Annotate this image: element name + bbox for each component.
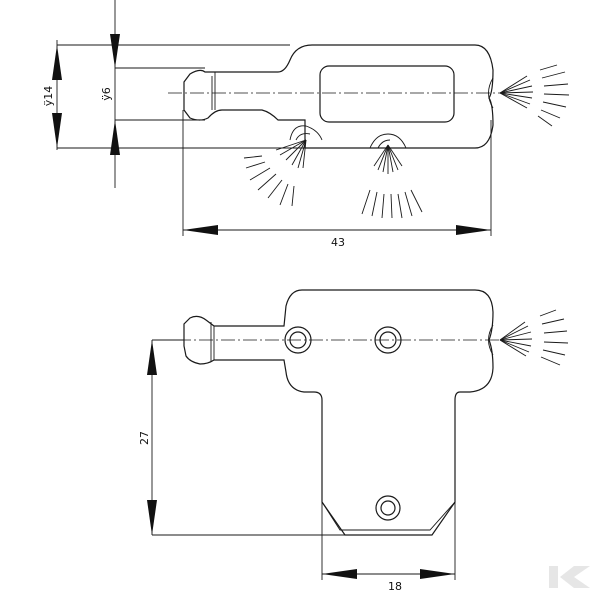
top-spray-left: [243, 139, 307, 207]
bottom-hole-low-outer: [375, 495, 401, 521]
bottom-view: 27 18: [138, 289, 569, 593]
bottom-view-outline: [183, 289, 494, 536]
brand-logo-k: [549, 566, 590, 588]
dim-width-label: 18: [388, 580, 402, 593]
dim-length: 43: [182, 110, 492, 249]
dim-outer-diameter-label: ÿ14: [42, 86, 55, 107]
dim-outer-diameter: ÿ14: [42, 40, 305, 150]
dim-width: 18: [321, 502, 456, 593]
top-nipple-left-inner: [295, 133, 311, 141]
dim-height-label: 27: [138, 431, 151, 445]
top-nipple-left: [289, 125, 323, 141]
top-nipple-right: [369, 133, 407, 149]
top-spray-right: [499, 64, 570, 127]
top-nipple-right-inner: [377, 139, 391, 149]
top-view: ÿ14 ÿ6 43: [42, 0, 570, 249]
bottom-lower-detail: [321, 501, 456, 531]
dim-inner-diameter: ÿ6: [100, 0, 205, 188]
top-view-outline: [183, 44, 494, 149]
dim-length-label: 43: [331, 236, 345, 249]
top-nozzle-arc: [488, 77, 494, 109]
bottom-spray-right: [499, 309, 569, 366]
top-spray-right-nipple: [361, 144, 423, 219]
top-view-slot: [319, 65, 455, 123]
dim-inner-diameter-label: ÿ6: [100, 87, 113, 101]
bottom-hole-low-inner: [380, 500, 396, 516]
dim-height: 27: [138, 339, 345, 536]
